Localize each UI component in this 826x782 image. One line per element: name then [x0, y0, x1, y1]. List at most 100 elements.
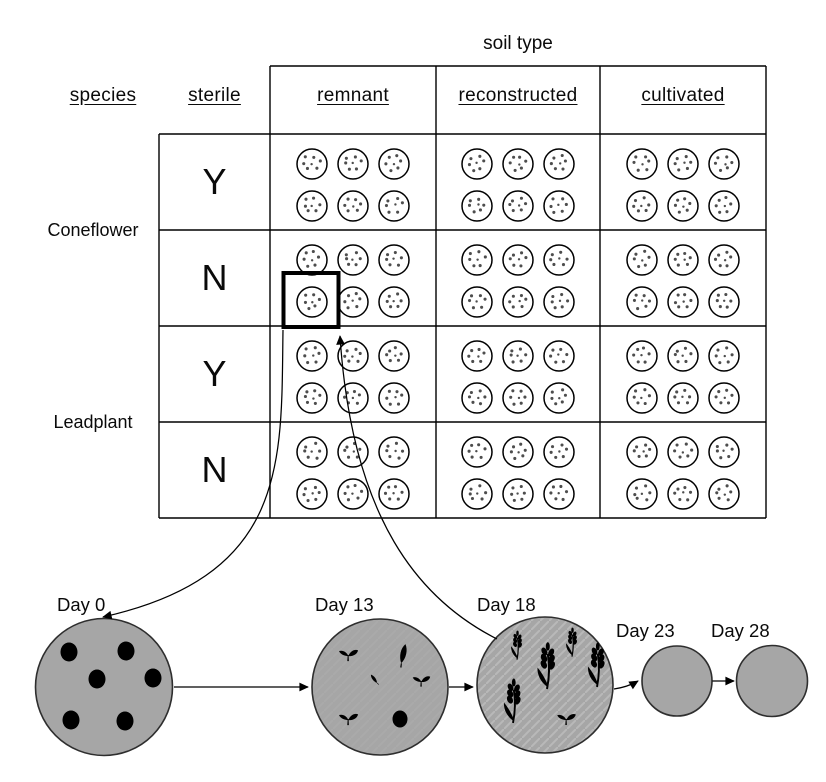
seed-speck — [304, 293, 308, 297]
seed-speck — [359, 159, 363, 163]
seed-speck — [520, 251, 524, 255]
seed-speck — [716, 156, 720, 160]
seed-speck — [356, 496, 360, 500]
seed-speck — [717, 496, 721, 500]
seed-speck — [303, 449, 307, 453]
seed-speck — [383, 491, 388, 495]
seed-speck — [396, 210, 400, 214]
seed-speck — [396, 358, 401, 362]
seed-speck — [343, 300, 347, 304]
seed-speck — [310, 259, 314, 262]
seed-speck — [306, 264, 310, 268]
seed-speck — [467, 203, 472, 207]
seed-speck — [644, 208, 648, 213]
seed-speck — [713, 257, 718, 261]
seed-speck — [477, 197, 481, 201]
seed-speck — [564, 202, 568, 207]
species-label-leadplant: Leadplant — [53, 411, 133, 432]
seed-speck — [312, 196, 316, 200]
seed-speck — [725, 210, 729, 214]
seed-speck — [634, 155, 638, 159]
seed-speck — [684, 155, 688, 159]
seed-speck — [399, 352, 403, 356]
seed-speck — [549, 162, 553, 166]
seed-speck — [468, 199, 472, 203]
seed-speck — [344, 253, 348, 257]
seed-speck — [636, 401, 640, 405]
seed-speck — [685, 401, 690, 405]
seed-speck — [644, 443, 648, 447]
seed-speck — [471, 359, 475, 364]
petri-dish — [296, 340, 328, 372]
seed-speck — [399, 159, 403, 163]
seed-speck — [714, 204, 718, 208]
petri-dish — [667, 244, 699, 276]
seed-speck — [352, 450, 356, 453]
seed-speck — [684, 359, 688, 364]
petri-dish — [708, 286, 740, 318]
seed-speck — [468, 257, 472, 261]
seed-speck — [517, 396, 521, 400]
seed-speck — [675, 443, 679, 447]
seed-speck — [718, 305, 722, 309]
seed-speck — [508, 202, 512, 207]
seed-speck — [643, 249, 647, 253]
seed-speck — [318, 203, 322, 207]
seed-speck — [475, 300, 478, 303]
seed-speck — [354, 198, 358, 202]
column-header-remnant: remnant — [317, 85, 389, 106]
seed-speck — [552, 156, 556, 160]
seed-speck — [632, 395, 636, 399]
seed-speck — [554, 402, 558, 406]
seed-speck — [725, 166, 729, 170]
seed-speck — [305, 400, 310, 404]
seed-speck — [469, 487, 473, 491]
seed-speck — [475, 161, 478, 165]
seed-speck — [478, 294, 482, 298]
seed-speck — [388, 359, 392, 363]
plate-day-3 — [641, 645, 713, 717]
seed-speck — [471, 306, 475, 310]
seed-speck — [517, 204, 521, 207]
seed-speck — [303, 487, 307, 491]
seed-speck — [717, 487, 721, 491]
seed-speck — [550, 445, 555, 449]
seed-speck — [637, 454, 641, 458]
seed-speck — [561, 197, 565, 201]
seed-speck — [673, 395, 677, 399]
seed-speck — [632, 298, 637, 302]
seed-speck — [478, 264, 482, 268]
seed-speck — [684, 442, 688, 446]
seed-speck — [399, 256, 403, 260]
seed-dot — [60, 642, 78, 662]
seed-speck — [354, 347, 358, 351]
seed-speck — [306, 360, 310, 365]
seed-speck — [304, 251, 308, 255]
seed-speck — [632, 257, 636, 261]
seed-speck — [560, 400, 564, 404]
seed-speck — [722, 299, 726, 302]
seed-speck — [648, 447, 652, 451]
petri-dish — [667, 382, 699, 414]
seed-speck — [384, 204, 389, 208]
seed-speck — [470, 455, 474, 459]
seed-speck — [551, 485, 555, 489]
seed-speck — [476, 492, 479, 495]
highlighted-dish-frame — [281, 271, 341, 329]
seed-speck — [719, 401, 723, 405]
petri-dish — [378, 190, 410, 222]
seed-speck — [305, 390, 309, 394]
seed-speck — [385, 299, 389, 303]
seed-speck — [718, 361, 722, 365]
seed-speck — [643, 401, 647, 406]
seed-speck — [730, 353, 734, 357]
seed-speck — [472, 264, 476, 268]
seed-speck — [723, 493, 727, 496]
seed-speck — [726, 401, 731, 405]
seed-speck — [550, 300, 554, 304]
seed-speck — [641, 346, 646, 350]
petri-dish — [461, 340, 493, 372]
seed-speck — [681, 395, 684, 399]
seed-speck — [677, 305, 681, 309]
seed-speck — [313, 485, 317, 489]
